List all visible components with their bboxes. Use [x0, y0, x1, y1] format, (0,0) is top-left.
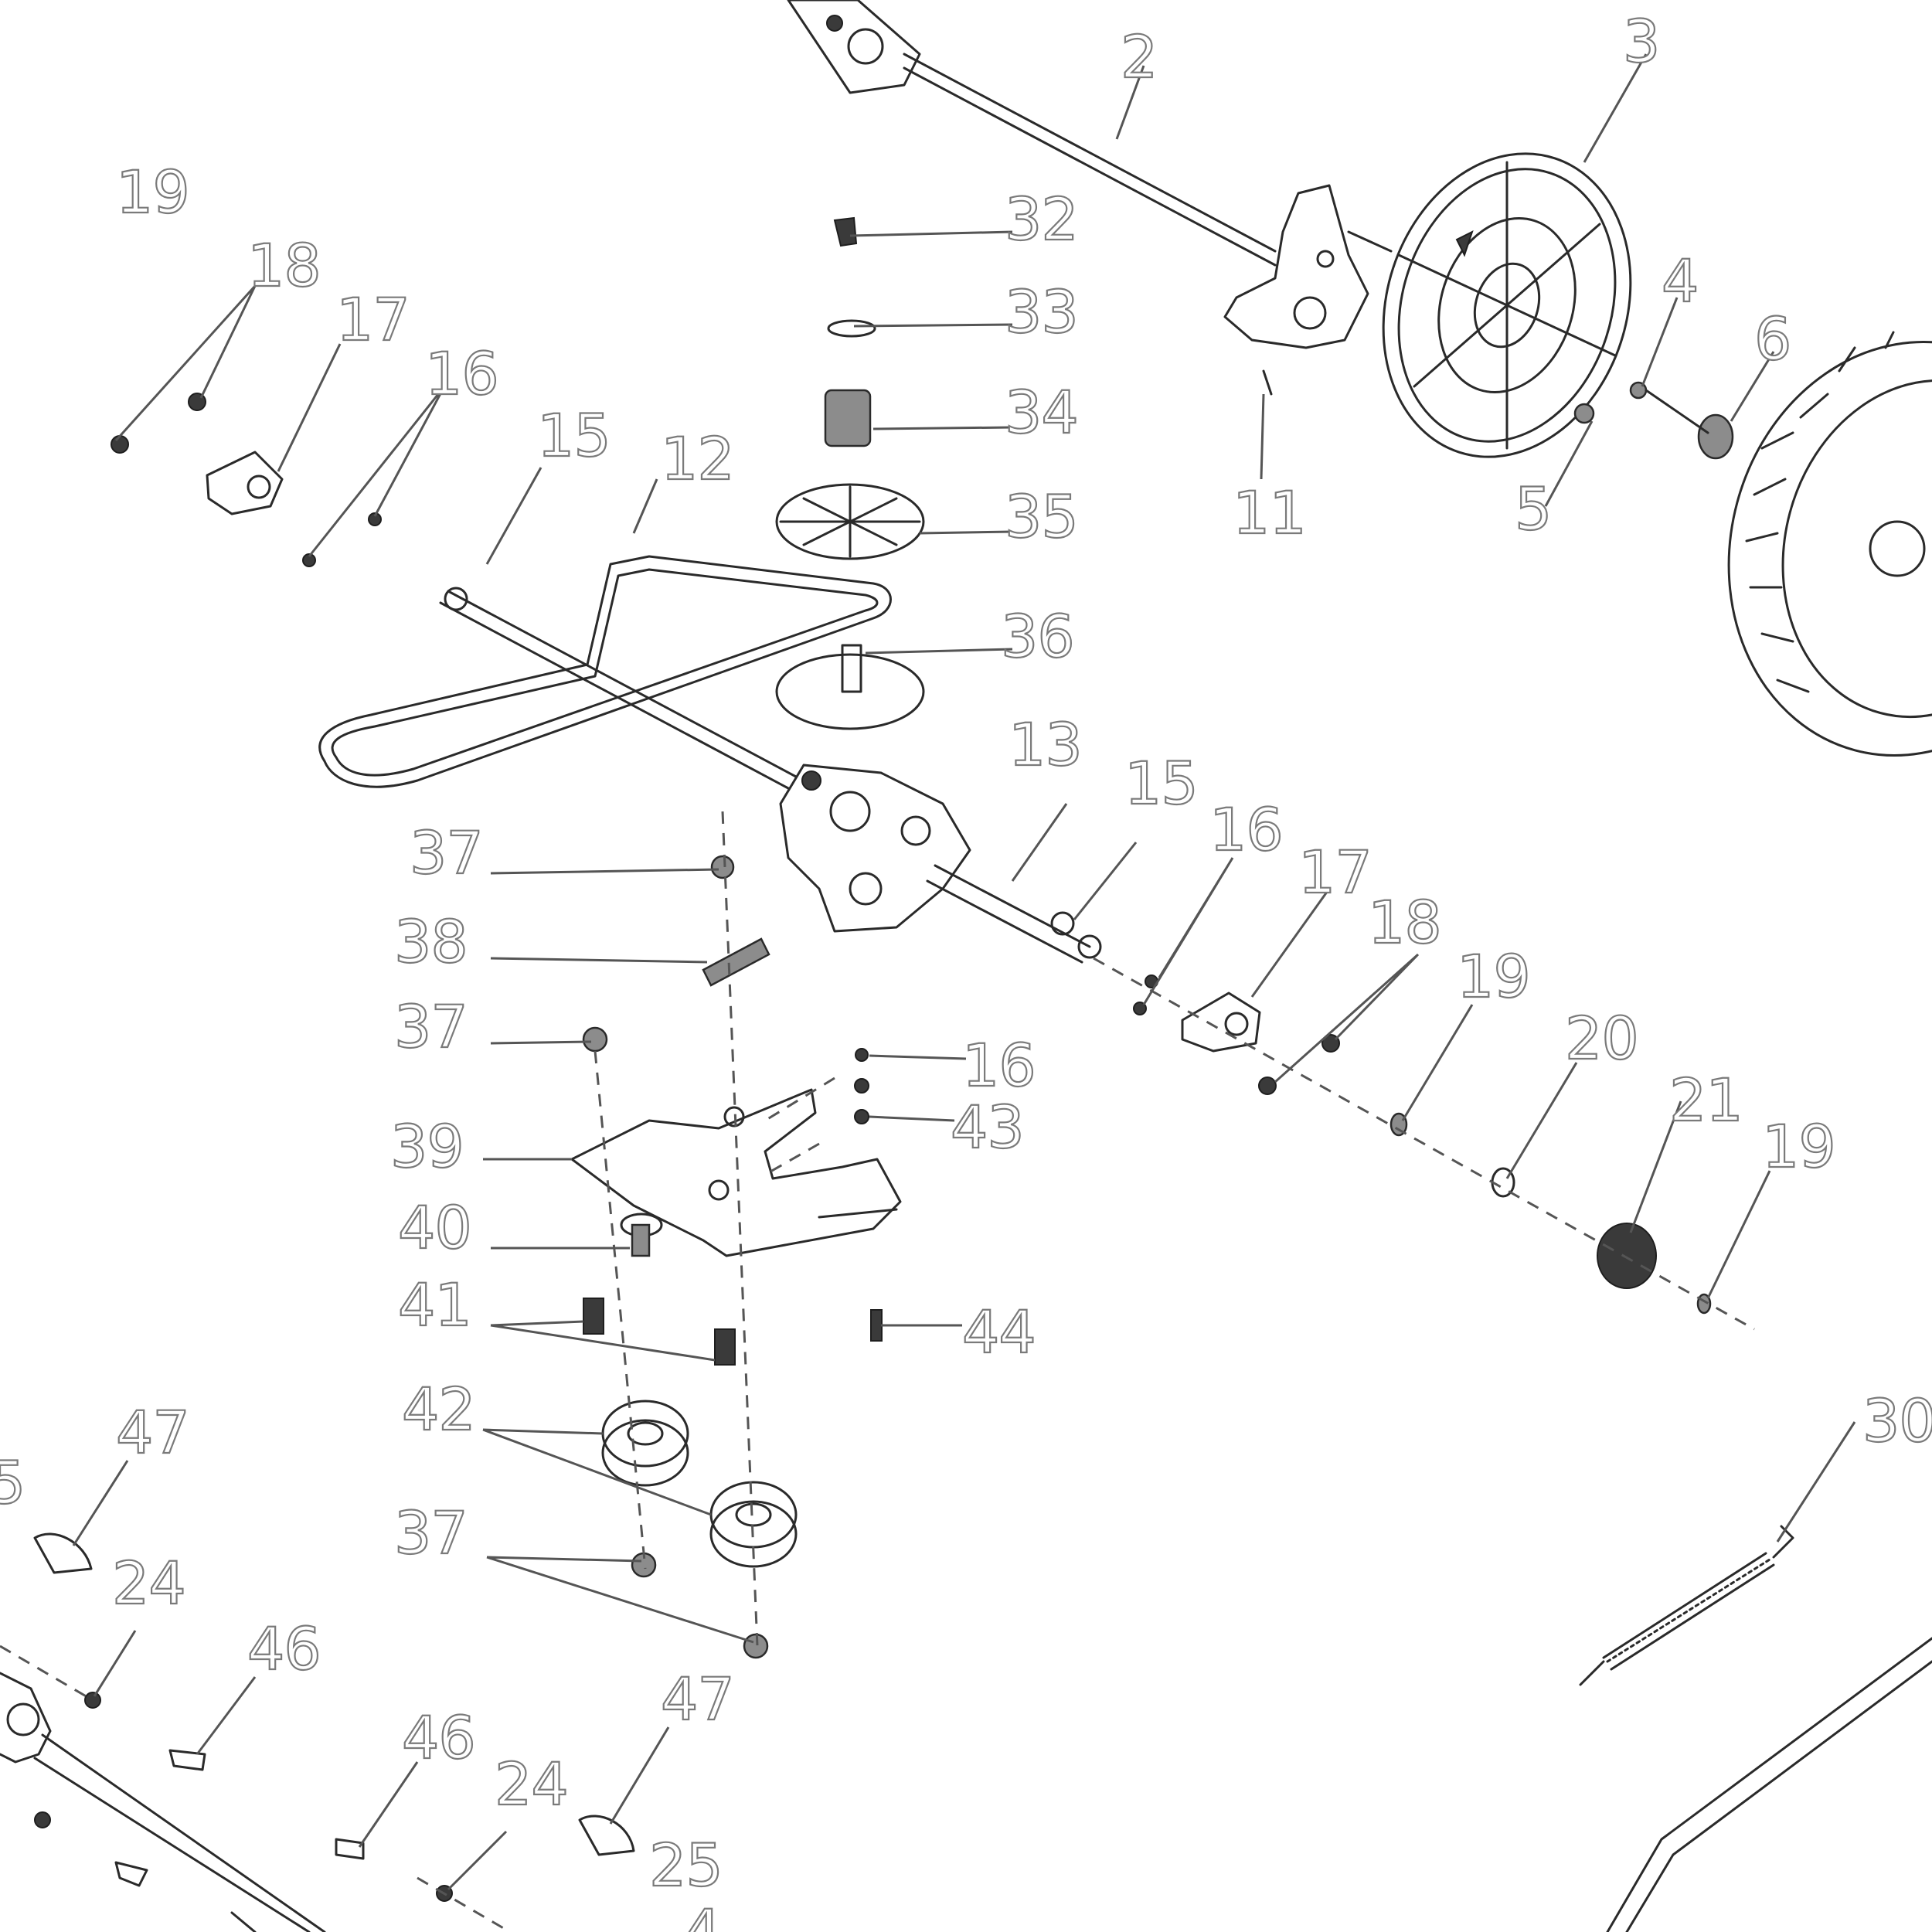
- wheel-bracket-part: [1223, 184, 1393, 349]
- callout-16-right: 16: [1209, 795, 1283, 864]
- callout-36: 36: [1001, 602, 1074, 671]
- callout-39: 39: [390, 1112, 464, 1181]
- callout-4-bottom: 4: [684, 1896, 720, 1932]
- callout-4: 4: [1662, 247, 1698, 315]
- callout-2: 2: [1121, 22, 1157, 91]
- drive-shaft-part: [439, 587, 1102, 964]
- callout-33: 33: [1005, 277, 1078, 346]
- gearbox-part: [779, 764, 971, 933]
- callout-46-right: 46: [402, 1703, 475, 1772]
- small-hardware-4-5-6-11: [1262, 369, 1734, 460]
- callout-30: 30: [1862, 1386, 1932, 1455]
- callout-3: 3: [1623, 7, 1659, 76]
- idler-pulleys-part: [582, 855, 883, 1659]
- callout-25: 25: [649, 1831, 723, 1900]
- callout-18-right: 18: [1368, 888, 1441, 957]
- callout-40: 40: [398, 1193, 471, 1262]
- callout-21: 21: [1669, 1066, 1743, 1134]
- callout-16-left: 16: [425, 339, 498, 408]
- callout-5: 5: [1515, 474, 1551, 543]
- drive-belt-part: [318, 555, 892, 788]
- leader-lines: [0, 53, 1856, 1932]
- callout-15-left: 15: [537, 401, 611, 470]
- callout-44: 44: [962, 1298, 1036, 1366]
- callout-15-right: 15: [1124, 749, 1198, 818]
- callout-38: 38: [394, 907, 468, 976]
- wheel-cover-part: [1382, 152, 1632, 458]
- lower-handle-part: [0, 1532, 635, 1932]
- right-bearing-hardware: [1133, 975, 1712, 1315]
- callout-17-left: 17: [336, 285, 410, 354]
- wheel-tire-part: [1727, 331, 1932, 757]
- callout-37-low: 37: [394, 1498, 468, 1567]
- cable-spring-part: [1579, 1525, 1932, 1932]
- callout-5-edge: 5: [0, 1448, 25, 1517]
- callout-46-left: 46: [247, 1614, 321, 1683]
- callout-19-top: 19: [116, 158, 189, 226]
- callout-12: 12: [661, 424, 734, 493]
- callout-34: 34: [1005, 378, 1078, 447]
- callout-47-left: 47: [116, 1398, 189, 1467]
- callout-19-mid: 19: [1457, 942, 1530, 1011]
- callout-11: 11: [1233, 478, 1306, 547]
- callout-42: 42: [402, 1375, 475, 1444]
- callout-20: 20: [1565, 1004, 1638, 1073]
- axle-shaft-part: [787, 0, 1277, 267]
- callout-37-mid: 37: [394, 992, 468, 1061]
- callout-47-right: 47: [661, 1665, 734, 1733]
- callout-24-left: 24: [112, 1549, 185, 1617]
- callout-35: 35: [1005, 482, 1078, 551]
- callout-43: 43: [951, 1093, 1024, 1162]
- callout-6: 6: [1754, 304, 1791, 373]
- callout-37-top: 37: [410, 818, 483, 887]
- callout-labels: 2 3 4 5 6 11 12 13 15 15 16 16 16 17 17 …: [0, 6, 1932, 1932]
- callout-24-right: 24: [495, 1750, 568, 1818]
- callout-32: 32: [1005, 185, 1078, 253]
- left-bearing-hardware: [111, 393, 382, 567]
- callout-18-left: 18: [247, 231, 321, 300]
- callout-16-mid: 16: [962, 1031, 1036, 1100]
- callout-17-right: 17: [1298, 838, 1372, 906]
- callout-13: 13: [1009, 710, 1082, 779]
- callout-19-right: 19: [1762, 1112, 1835, 1181]
- callout-41: 41: [398, 1270, 471, 1339]
- idler-bracket-part: [570, 1088, 902, 1257]
- pulley-stack-part: [775, 216, 925, 730]
